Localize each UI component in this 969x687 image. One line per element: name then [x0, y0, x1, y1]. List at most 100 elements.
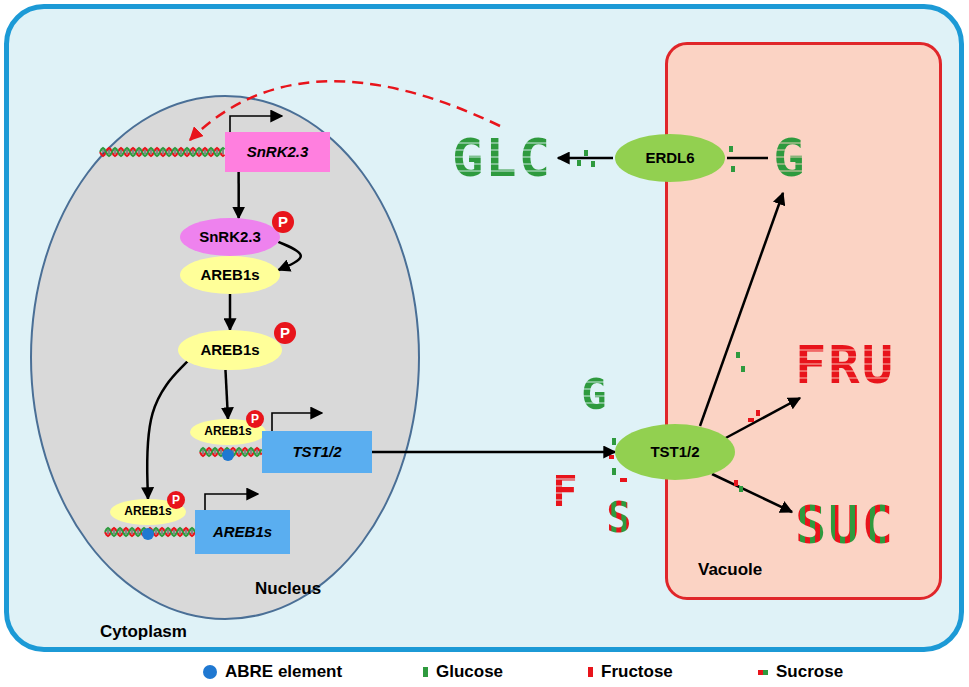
dna-rung: [205, 150, 206, 154]
sugar-label: FRU: [795, 339, 895, 391]
dna-rung: [126, 530, 127, 534]
dna-strand: [105, 528, 195, 536]
dna-rung: [169, 150, 170, 154]
dna-rung: [103, 150, 104, 154]
diagram-art: [729, 146, 733, 152]
gene-box: TST1/2: [262, 431, 372, 473]
transport-arrow: [558, 157, 613, 160]
reaction-arrow: [225, 370, 228, 419]
dna-strand: [200, 448, 262, 456]
dna-rung: [187, 150, 188, 154]
reaction-arrow: [147, 361, 187, 499]
dna-rung: [115, 150, 116, 154]
abre-element: [222, 449, 234, 461]
dna-rung: [180, 530, 181, 534]
dna-rung: [186, 530, 187, 534]
node-label: SnRK2.3: [199, 229, 261, 246]
node-label: SnRK2.3: [247, 144, 309, 161]
diagram-art: [731, 166, 735, 172]
dna-rung: [156, 530, 157, 534]
transport-line: [727, 157, 768, 160]
dna-rung: [199, 150, 200, 154]
legend-label: Sucrose: [776, 662, 843, 682]
dna-rung: [239, 450, 240, 454]
gene-box: SnRK2.3: [225, 132, 330, 172]
dna-rung: [203, 450, 204, 454]
diagram-art: [756, 410, 760, 416]
node-label: ERDL6: [645, 150, 694, 167]
diagram-art: [609, 455, 614, 459]
legend-entry: ABRE element: [203, 661, 342, 683]
dna-rung: [121, 150, 122, 154]
diagram-art: [739, 486, 743, 492]
dna-rung: [162, 530, 163, 534]
legend-label: ABRE element: [225, 662, 342, 682]
factor-ellipse: AREB1s: [178, 330, 282, 370]
legend-entry: Sucrose: [758, 661, 843, 683]
cell-outline: CytoplasmNucleusSnRK2.3SnRK2.3AREB1sAREB…: [4, 4, 964, 652]
transporter-ellipse: ERDL6: [615, 134, 725, 182]
diagram-art: [748, 418, 754, 422]
phospho-mark: P: [272, 211, 294, 233]
legend-swatch: [588, 667, 593, 677]
dna-rung: [192, 530, 193, 534]
diagram-art: [612, 468, 616, 475]
node-label: Vacuole: [698, 561, 762, 580]
diagram-art: [741, 366, 745, 372]
legend-swatch: [423, 667, 428, 677]
dna-rung: [168, 530, 169, 534]
dna-rung: [211, 150, 212, 154]
kinase-ellipse: SnRK2.3: [180, 218, 280, 256]
phospho-mark: P: [274, 322, 296, 344]
transporter-ellipse: TST1/2: [615, 424, 735, 480]
dna-rung: [217, 150, 218, 154]
node-label: Nucleus: [255, 580, 321, 599]
sugar-label: G: [773, 132, 806, 184]
factor-ellipse: AREB1s: [180, 256, 280, 294]
dna-helix: [100, 148, 262, 536]
legend-label: Glucose: [436, 662, 503, 682]
dna-rung: [233, 450, 234, 454]
dna-rung: [174, 530, 175, 534]
reaction-arrow: [372, 451, 615, 454]
transport-arrow: [700, 193, 783, 426]
dna-strand: [100, 148, 225, 156]
phospho-mark: P: [246, 410, 264, 428]
transport-arrow: [712, 474, 792, 512]
reaction-arrow: [278, 242, 300, 270]
dna-rung: [132, 530, 133, 534]
dna-rung: [114, 530, 115, 534]
dna-rung: [108, 530, 109, 534]
sugar-label: G: [581, 374, 608, 416]
transport-arrow: [722, 398, 800, 440]
dna-rung: [245, 450, 246, 454]
dna-rung: [181, 150, 182, 154]
diagram-art: [584, 150, 588, 156]
diagram-art: [591, 161, 595, 167]
diagram-art: [577, 160, 581, 166]
dna-rung: [257, 450, 258, 454]
promoter-arrow: [272, 413, 322, 431]
reaction-arrow: [237, 172, 240, 218]
legend-entry: Glucose: [423, 661, 503, 683]
node-label: AREB1s: [124, 505, 171, 518]
dna-rung: [215, 450, 216, 454]
diagram-art: [734, 480, 738, 486]
dna-rung: [227, 450, 228, 454]
dna-rung: [193, 150, 194, 154]
diagram-art: [612, 438, 616, 445]
reaction-arrow: [229, 294, 232, 330]
node-label: AREB1s: [200, 342, 259, 359]
dna-rung: [127, 150, 128, 154]
dna-strand: [200, 448, 262, 456]
dna-rung: [133, 150, 134, 154]
legend-swatch: [203, 665, 217, 679]
dna-rung: [209, 450, 210, 454]
dna-rung: [175, 150, 176, 154]
dna-rung: [120, 530, 121, 534]
dna-rung: [138, 530, 139, 534]
diagram-art: [736, 352, 740, 358]
dna-rung: [251, 450, 252, 454]
dna-strand: [100, 148, 225, 156]
promoter-arrow: [230, 116, 282, 132]
